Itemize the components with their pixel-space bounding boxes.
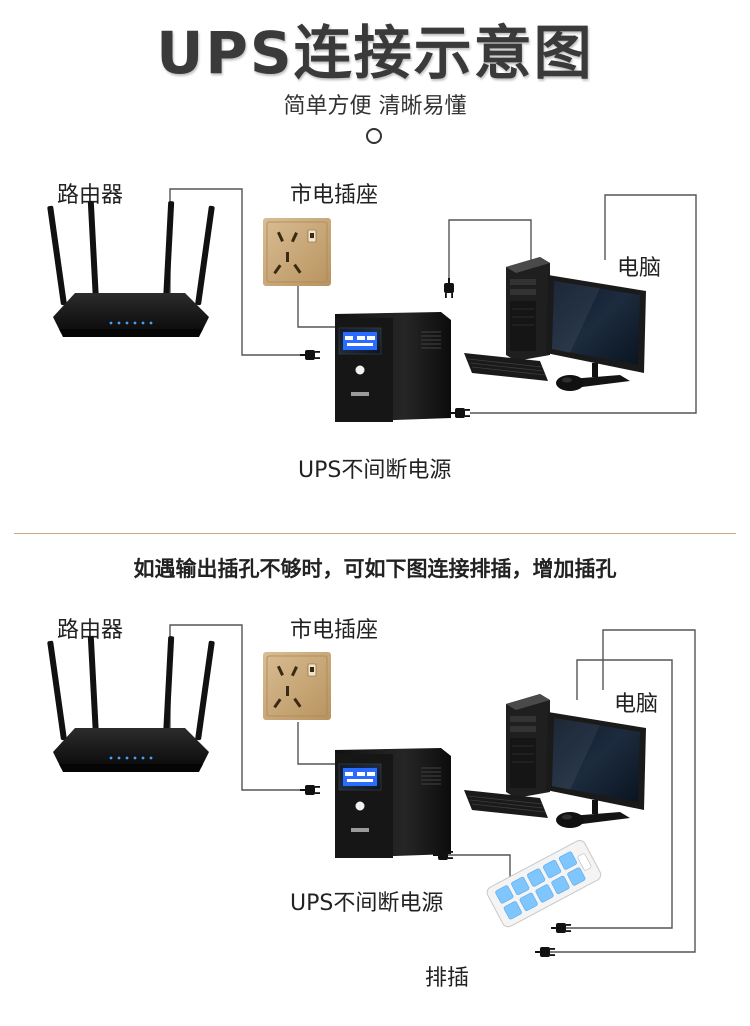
monitor-to-strip-wire	[548, 629, 696, 953]
extension-note: 如遇输出插孔不够时，可如下图连接排插，增加插孔	[133, 557, 617, 581]
page-title: UPS连接示意图	[156, 19, 594, 87]
computer-to-ups-wire	[470, 194, 697, 414]
computer-label: 电脑	[617, 256, 662, 281]
wall-socket-label: 市电插座	[290, 183, 379, 208]
section-divider	[14, 533, 736, 534]
computer-icon	[463, 256, 647, 392]
tower-to-strip-wire	[565, 659, 673, 929]
plug-icon	[300, 785, 320, 795]
ups-label: UPS不间断电源	[298, 458, 452, 483]
circle-marker-icon	[366, 128, 382, 144]
page-subtitle: 简单方便 清晰易懂	[283, 94, 467, 119]
computer-label-2: 电脑	[614, 692, 659, 717]
plug-icon	[450, 408, 470, 418]
socket-to-ups-wire-2	[297, 722, 336, 765]
ups-icon	[334, 747, 452, 859]
plug-icon	[300, 350, 320, 360]
diagram-1	[47, 188, 697, 423]
power-strip-icon	[486, 839, 602, 928]
power-strip-label: 排插	[425, 966, 470, 991]
socket-to-ups-wire	[297, 285, 336, 328]
wall-socket-icon	[262, 217, 332, 287]
wall-socket-icon	[262, 651, 332, 721]
computer-icon	[463, 693, 647, 829]
wall-socket-label-2: 市电插座	[290, 618, 379, 643]
diagram-2	[47, 624, 696, 957]
router-icon	[47, 635, 215, 772]
ups-icon	[334, 311, 452, 423]
router-icon	[47, 200, 215, 337]
ups-to-computer-wire	[448, 219, 532, 285]
ups-label-2: UPS不间断电源	[290, 891, 444, 916]
plug-icon	[444, 278, 454, 298]
